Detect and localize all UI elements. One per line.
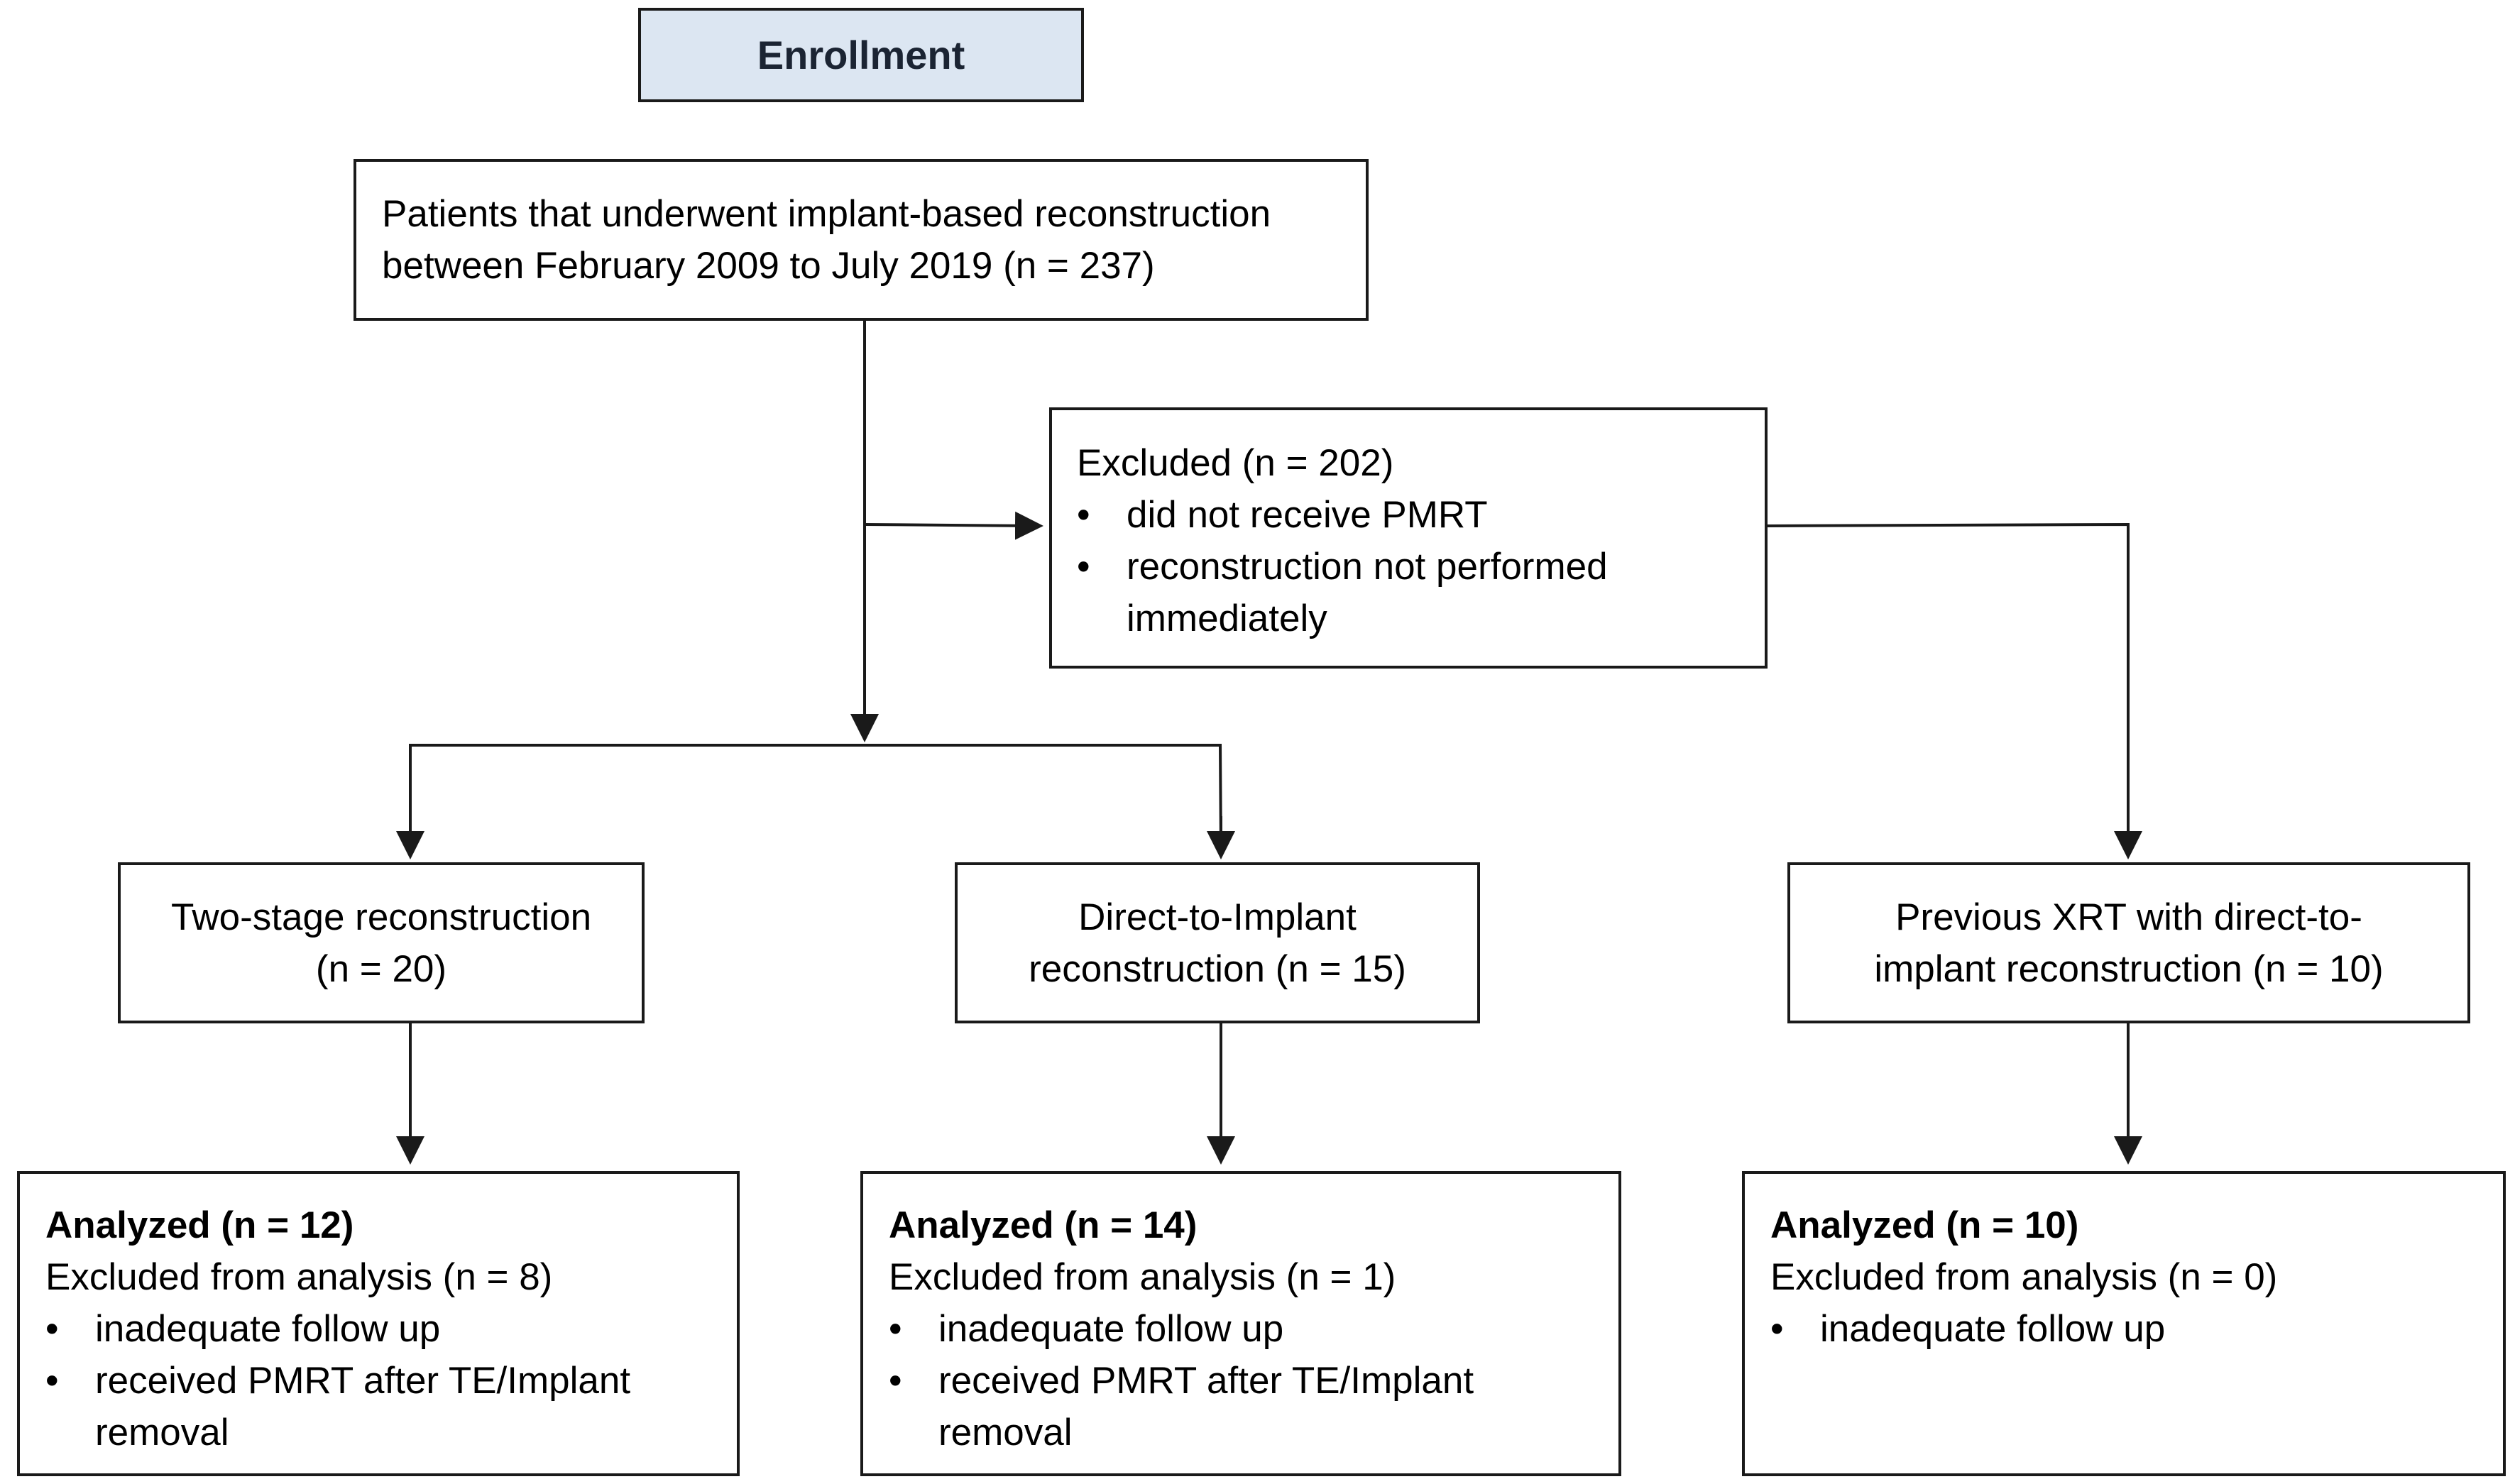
group-line-2: (n = 20) xyxy=(315,947,447,990)
excluded-bullet-1: • did not receive PMRT xyxy=(1077,489,1765,541)
patients-line-1: Patients that underwent implant-based re… xyxy=(382,193,1271,235)
bullet-icon: • xyxy=(889,1308,902,1350)
excluded-bullet-2: • reconstruction not performed immediate… xyxy=(1077,541,1765,644)
group-line-2: implant reconstruction (n = 10) xyxy=(1874,947,2384,990)
bullet-text: reconstruction not performed immediately xyxy=(1127,541,1608,644)
bullet-text-line-2: removal xyxy=(95,1412,229,1453)
analyzed-bullet-1: • inadequate follow up xyxy=(45,1303,737,1355)
bullet-text: received PMRT after TE/Implant removal xyxy=(95,1355,630,1458)
analyzed-bullet-1: • inadequate follow up xyxy=(889,1303,1618,1355)
bullet-icon: • xyxy=(1077,546,1090,588)
enrollment-header: Enrollment xyxy=(638,8,1084,102)
analyzed-box-previous-xrt: Analyzed (n = 10) Excluded from analysis… xyxy=(1742,1171,2506,1476)
group-box-direct-to-implant: Direct-to-Implant reconstruction (n = 15… xyxy=(955,862,1480,1023)
connector-split xyxy=(409,744,865,852)
patients-line-2: between February 2009 to July 2019 (n = … xyxy=(382,245,1155,287)
bullet-text-line-1: received PMRT after TE/Implant xyxy=(95,1360,631,1402)
bullet-icon: • xyxy=(1770,1308,1784,1350)
patients-box: Patients that underwent implant-based re… xyxy=(354,159,1369,321)
group-line-2: reconstruction (n = 15) xyxy=(1029,947,1406,990)
analyzed-bullet-1: • inadequate follow up xyxy=(1770,1303,2503,1355)
bullet-text: inadequate follow up xyxy=(95,1308,441,1350)
group-line-1: Previous XRT with direct-to- xyxy=(1895,896,2362,938)
connector-excluded-to-xrt xyxy=(1767,522,2130,852)
analyzed-excluded-text: Excluded from analysis (n = 1) xyxy=(889,1256,1396,1298)
bullet-text: received PMRT after TE/Implant removal xyxy=(938,1355,1474,1458)
bullet-icon: • xyxy=(1077,494,1090,536)
bullet-icon: • xyxy=(45,1360,59,1402)
bullet-text: inadequate follow up xyxy=(1820,1308,2166,1350)
bullet-text-line-2: immediately xyxy=(1127,598,1327,639)
analyzed-excluded-text: Excluded from analysis (n = 8) xyxy=(45,1256,553,1298)
analyzed-excluded-text: Excluded from analysis (n = 0) xyxy=(1770,1256,2278,1298)
bullet-text: inadequate follow up xyxy=(938,1308,1284,1350)
connector-split-right xyxy=(865,744,1222,852)
bullet-icon: • xyxy=(45,1308,59,1350)
analyzed-title: Analyzed (n = 10) xyxy=(1770,1204,2079,1246)
enrollment-label: Enrollment xyxy=(757,33,965,77)
bullet-text-line-1: reconstruction not performed xyxy=(1127,546,1608,588)
analyzed-bullet-2: • received PMRT after TE/Implant removal xyxy=(889,1355,1618,1458)
connector-to-excluded xyxy=(864,511,1043,540)
bullet-text: did not receive PMRT xyxy=(1127,494,1488,536)
group-box-previous-xrt: Previous XRT with direct-to- implant rec… xyxy=(1787,862,2470,1023)
bullet-icon: • xyxy=(889,1360,902,1402)
analyzed-title: Analyzed (n = 14) xyxy=(889,1204,1198,1246)
analyzed-title: Analyzed (n = 12) xyxy=(45,1204,354,1246)
group-box-two-stage: Two-stage reconstruction (n = 20) xyxy=(118,862,645,1023)
group-line-1: Two-stage reconstruction xyxy=(170,896,592,938)
excluded-box: Excluded (n = 202) • did not receive PMR… xyxy=(1049,407,1768,669)
analyzed-box-direct-to-implant: Analyzed (n = 14) Excluded from analysis… xyxy=(860,1171,1621,1476)
bullet-text-line-1: received PMRT after TE/Implant xyxy=(938,1360,1474,1402)
excluded-title: Excluded (n = 202) xyxy=(1077,442,1394,484)
bullet-text-line-2: removal xyxy=(938,1412,1073,1453)
analyzed-bullet-2: • received PMRT after TE/Implant removal xyxy=(45,1355,737,1458)
analyzed-box-two-stage: Analyzed (n = 12) Excluded from analysis… xyxy=(17,1171,740,1476)
group-line-1: Direct-to-Implant xyxy=(1078,896,1357,938)
